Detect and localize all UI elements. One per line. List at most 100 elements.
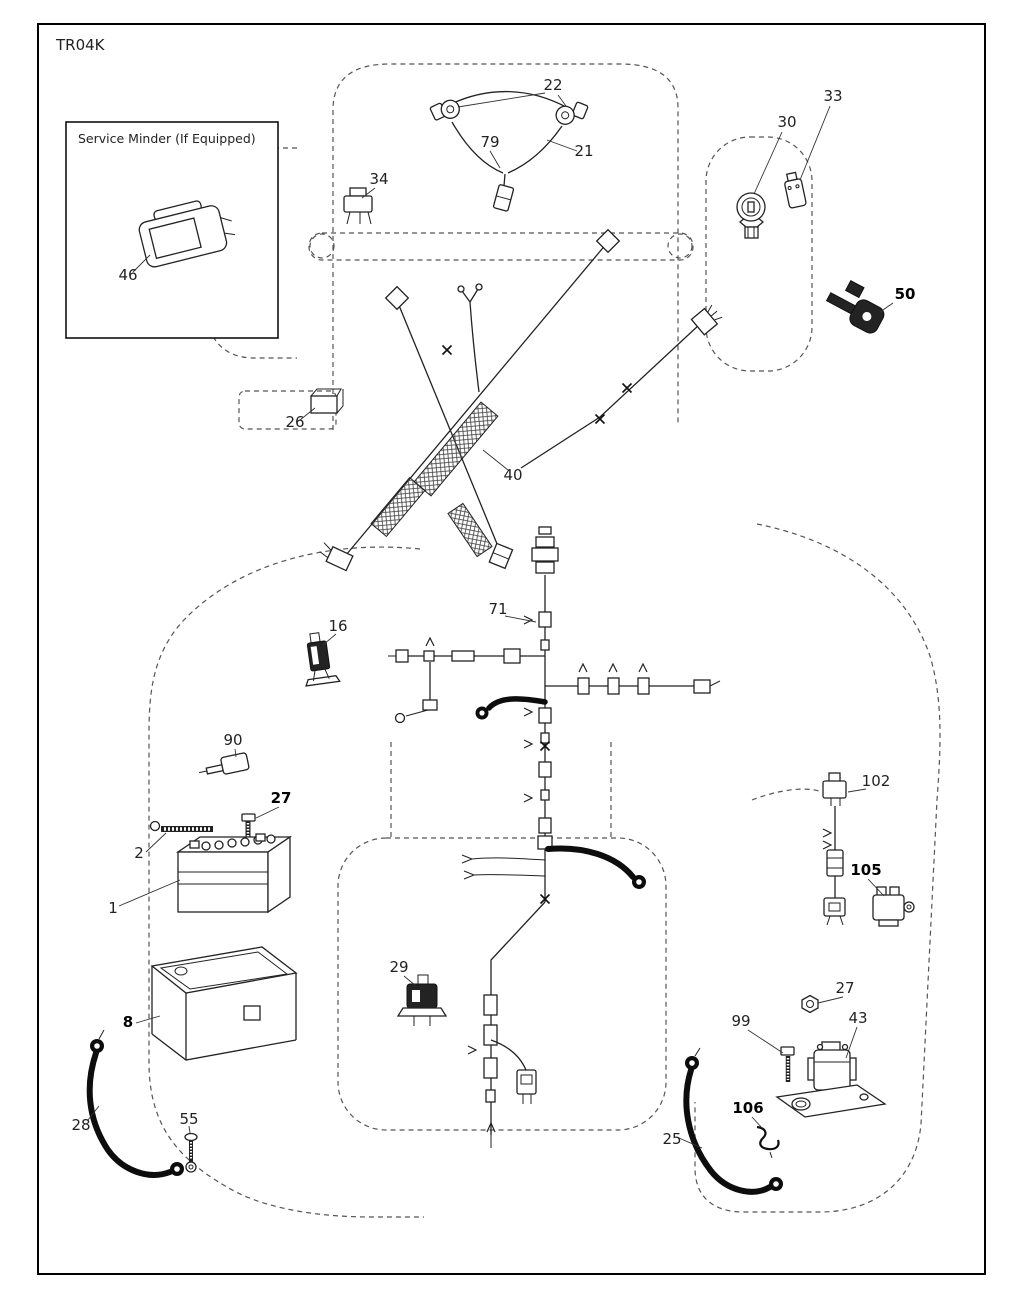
part-label-8: 8 bbox=[123, 1013, 133, 1031]
part-label-40: 40 bbox=[503, 466, 522, 484]
pigtail-1 bbox=[461, 854, 546, 864]
headlight-wire-right bbox=[507, 125, 563, 174]
part-label-106: 106 bbox=[732, 1099, 763, 1117]
leader-27b bbox=[817, 996, 844, 1004]
part-label-33: 33 bbox=[823, 87, 842, 105]
lower-harness bbox=[467, 994, 537, 1148]
branch-left-arrow bbox=[425, 636, 435, 647]
headlight-socket-right bbox=[555, 101, 589, 125]
part-label-27-battery: 27 bbox=[271, 789, 292, 807]
leader-46 bbox=[132, 254, 151, 273]
lower-end-arrow bbox=[486, 1121, 496, 1133]
cable-28 bbox=[86, 1050, 173, 1178]
branch-right-arrows bbox=[578, 662, 648, 673]
harness-connector-e bbox=[690, 304, 723, 336]
leader-34 bbox=[361, 187, 376, 199]
trunk-direction-arrows bbox=[523, 615, 534, 803]
leader-29 bbox=[403, 975, 417, 987]
trunk-splice-2 bbox=[539, 893, 551, 905]
harness-connector-nw bbox=[384, 285, 410, 311]
part-label-28: 28 bbox=[71, 1116, 90, 1134]
part-label-79: 79 bbox=[480, 133, 499, 151]
inset-title: Service Minder (If Equipped) bbox=[78, 131, 256, 146]
dash-panel-outline bbox=[308, 232, 694, 261]
leader-25 bbox=[678, 1137, 703, 1149]
diagram-code: TR04K bbox=[55, 36, 106, 54]
part-label-30: 30 bbox=[777, 113, 796, 131]
leader-50 bbox=[879, 302, 894, 313]
hood-outline bbox=[332, 63, 679, 430]
clip-106: 106 bbox=[732, 1099, 780, 1159]
part-label-16: 16 bbox=[328, 617, 347, 635]
harness-wrap-1 bbox=[413, 401, 499, 497]
dash-panel-end-left bbox=[309, 233, 335, 259]
headlight-connector bbox=[492, 184, 515, 212]
part-label-90: 90 bbox=[223, 731, 242, 749]
harness-trunk-71: 71 bbox=[388, 526, 721, 1135]
nut-27: 27 bbox=[801, 979, 855, 1014]
leader-90 bbox=[234, 748, 237, 758]
page-border bbox=[37, 23, 986, 1275]
headlight-harness: 22 79 21 bbox=[429, 76, 594, 212]
harness-wrap-2 bbox=[370, 476, 426, 538]
leader-16 bbox=[322, 633, 337, 646]
relay-105: 105 bbox=[850, 861, 915, 927]
center-chassis-outline bbox=[337, 837, 667, 1131]
screw-55: 55 bbox=[179, 1110, 199, 1173]
interlock-switch-16: 16 bbox=[305, 617, 348, 687]
headlight-wire-top bbox=[450, 90, 567, 108]
part-label-34: 34 bbox=[369, 170, 388, 188]
trunk-splice-1 bbox=[539, 740, 551, 752]
leader-106 bbox=[751, 1116, 763, 1129]
part-label-25: 25 bbox=[662, 1130, 681, 1148]
fuse-arrows bbox=[822, 828, 833, 850]
battery-drawing bbox=[175, 833, 293, 914]
leader-105 bbox=[867, 878, 885, 897]
key-set-50: 50 bbox=[825, 280, 916, 334]
fuse-assembly-102: 102 bbox=[822, 772, 890, 926]
battery-lead bbox=[545, 845, 636, 880]
dash-panel-end-right bbox=[667, 233, 693, 259]
bolt-99: 99 bbox=[731, 1012, 795, 1082]
terminal-bolt bbox=[241, 813, 256, 822]
right-bracket-outline bbox=[751, 788, 820, 801]
lower-branch bbox=[490, 1039, 527, 1071]
ignition-switch-30: 30 bbox=[736, 113, 797, 239]
harness-wrap-3 bbox=[447, 502, 493, 558]
harness-connector-sw bbox=[319, 542, 354, 572]
part-label-43: 43 bbox=[848, 1009, 867, 1027]
part-label-29: 29 bbox=[389, 958, 408, 976]
harness-line-c bbox=[520, 323, 701, 469]
pigtail-2 bbox=[463, 870, 546, 880]
cable-25 bbox=[683, 1067, 773, 1195]
lower-harness-arrow bbox=[467, 1045, 478, 1055]
part-label-105: 105 bbox=[850, 861, 881, 879]
leader-27a bbox=[255, 806, 280, 819]
part-label-46: 46 bbox=[118, 266, 137, 284]
leader-33 bbox=[799, 105, 831, 181]
part-label-1: 1 bbox=[108, 899, 118, 917]
part-label-50: 50 bbox=[895, 285, 916, 303]
headlight-wire-stem bbox=[503, 173, 506, 187]
ground-lead bbox=[486, 696, 548, 711]
part-label-99: 99 bbox=[731, 1012, 750, 1030]
ground-cable-28: 28 bbox=[71, 1029, 184, 1178]
leader-22 bbox=[457, 92, 567, 108]
leader-79 bbox=[489, 150, 501, 169]
harness-splice-marks bbox=[441, 344, 633, 425]
headlight-socket-left bbox=[429, 99, 460, 121]
leader-30 bbox=[753, 131, 783, 195]
sensor-90: 90 bbox=[198, 731, 250, 775]
relay-mount-outline bbox=[238, 390, 337, 430]
starter-cable-25: 25 bbox=[662, 1047, 783, 1195]
solenoid-43: 43 bbox=[775, 1009, 887, 1118]
relay-26: 26 bbox=[285, 388, 344, 431]
leader-28 bbox=[87, 1105, 100, 1121]
part-label-22: 22 bbox=[543, 76, 562, 94]
leader-8 bbox=[135, 1015, 161, 1024]
leader-55 bbox=[188, 1125, 191, 1134]
harness-connector-s bbox=[488, 542, 514, 570]
part-label-21: 21 bbox=[574, 142, 593, 160]
